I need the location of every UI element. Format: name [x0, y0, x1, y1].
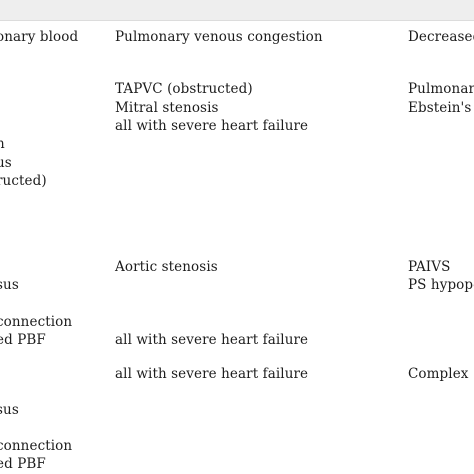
col3-line-1: Pulmonar	[408, 81, 474, 97]
col3-line-2: Ebstein's a	[408, 100, 474, 116]
col3-line-4: PS hypopo	[408, 277, 474, 293]
col2-line-2: Mitral stenosis	[115, 100, 219, 116]
header-col3: Decreased	[408, 29, 474, 45]
col1-line-9: ed PBF	[0, 456, 46, 472]
col1-line-4: sus	[0, 277, 19, 293]
col1-line-6: ed PBF	[0, 332, 46, 348]
col3-line-5: Complex	[408, 366, 469, 382]
col2-line-6: all with severe heart failure	[115, 366, 309, 382]
col3-line-3: PAIVS	[408, 259, 451, 275]
col2-line-5: all with severe heart failure	[115, 332, 309, 348]
col1-line-3: ructed)	[0, 173, 47, 189]
col2-line-1: TAPVC (obstructed)	[115, 81, 253, 97]
col2-line-4: Aortic stenosis	[115, 259, 218, 275]
table-top-band	[0, 0, 474, 21]
col1-line-7: sus	[0, 402, 19, 418]
col2-line-3: all with severe heart failure	[115, 118, 309, 134]
col1-line-2: us	[0, 155, 12, 171]
col1-line-5: connection	[0, 314, 73, 330]
col1-line-8: connection	[0, 438, 73, 454]
col1-line-1: h	[0, 136, 5, 152]
header-col2: Pulmonary venous congestion	[115, 29, 323, 45]
header-col1: onary blood	[0, 29, 79, 45]
